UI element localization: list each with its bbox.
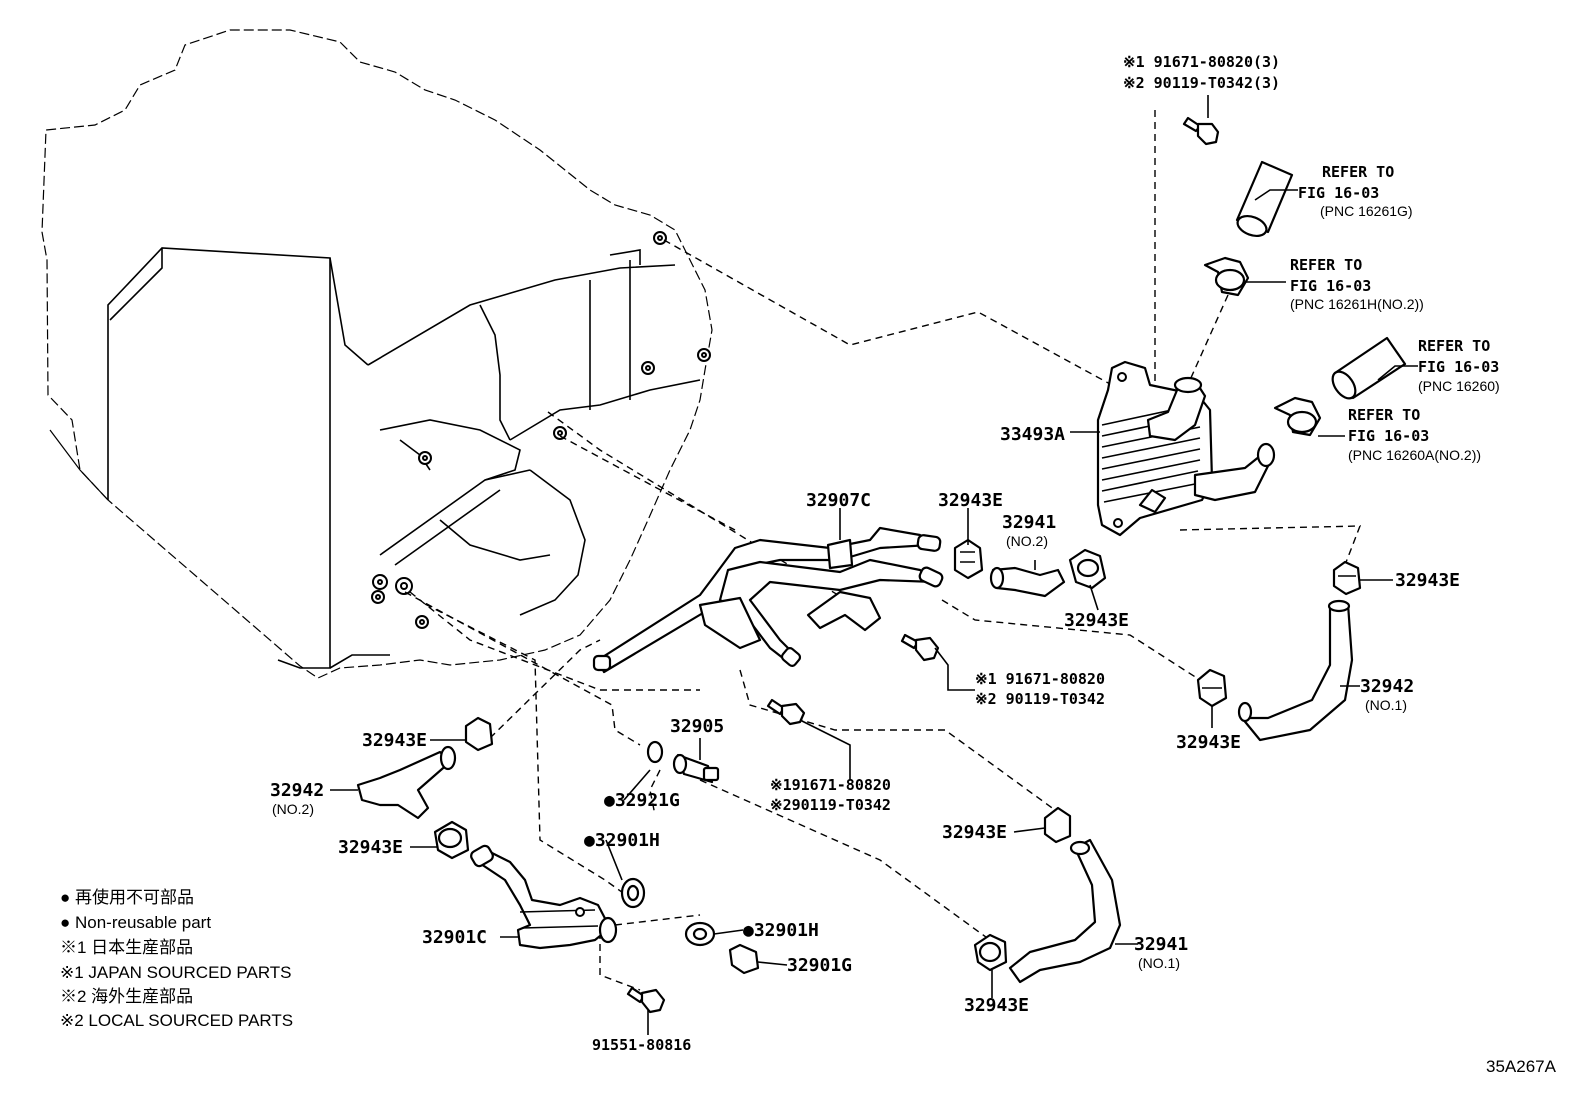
hose-32941-no1 bbox=[1008, 838, 1122, 984]
clip-32943e-a bbox=[953, 538, 984, 580]
mid-bolt-callout: ※1 91671-80820 ※2 90119-T0342 bbox=[975, 670, 1105, 708]
legend-line-2: ● Non-reusable part bbox=[60, 913, 211, 932]
pipe-32907c bbox=[592, 526, 944, 674]
low-bolt-line-1: ※191671-80820 bbox=[770, 776, 891, 794]
legend-line-5: ※2 海外生産部品 bbox=[60, 987, 193, 1006]
label-91551-80816: 91551-80816 bbox=[592, 1036, 691, 1054]
gasket-32901h-b bbox=[684, 921, 716, 947]
transmission-housing bbox=[41, 29, 713, 679]
bolt-top-icon bbox=[1182, 116, 1220, 146]
legend-line-3: ※1 日本生産部品 bbox=[60, 938, 193, 957]
refer-16260a-line-1: REFER TO bbox=[1348, 406, 1420, 424]
refer-16261g-line-3: (PNC 16261G) bbox=[1320, 203, 1413, 219]
label-32943e-e: 32943E bbox=[362, 730, 427, 751]
bolt-low-icon bbox=[766, 698, 806, 726]
top-bolt-callout: ※1 91671-80820(3) ※2 90119-T0342(3) bbox=[1123, 53, 1280, 92]
label-32942-no2-sub: (NO.2) bbox=[272, 801, 314, 817]
mid-bolt-line-2: ※2 90119-T0342 bbox=[975, 690, 1105, 708]
top-bolt-line-2: ※2 90119-T0342(3) bbox=[1123, 74, 1280, 92]
label-32907c: 32907C bbox=[806, 490, 871, 511]
low-bolt-line-2: ※290119-T0342 bbox=[770, 796, 891, 814]
label-32943e-h: 32943E bbox=[964, 995, 1029, 1016]
clip-32943e-b bbox=[1068, 548, 1107, 590]
pipe-32901c bbox=[470, 844, 618, 950]
label-32941-no1-sub: (NO.1) bbox=[1138, 955, 1180, 971]
label-leader-lines bbox=[330, 95, 1418, 1035]
clip-32943e-g bbox=[1043, 806, 1072, 844]
label-32943e-a: 32943E bbox=[938, 490, 1003, 511]
hose-32941-no2 bbox=[989, 566, 1066, 598]
label-32941-no1: 32941 bbox=[1134, 934, 1188, 955]
refer-16260-line-1: REFER TO bbox=[1418, 337, 1490, 355]
legend-line-6: ※2 LOCAL SOURCED PARTS bbox=[60, 1011, 293, 1030]
refer-16261h-line-1: REFER TO bbox=[1290, 256, 1362, 274]
label-32943e-c: 32943E bbox=[1395, 570, 1460, 591]
label-32941-no2: 32941 bbox=[1002, 512, 1056, 533]
label-32901h-a: ●32901H bbox=[584, 830, 660, 851]
label-32905: 32905 bbox=[670, 716, 724, 737]
legend-line-4: ※1 JAPAN SOURCED PARTS bbox=[60, 963, 292, 982]
low-bolt-callout: ※191671-80820 ※290119-T0342 bbox=[770, 776, 891, 814]
gasket-32921g bbox=[646, 740, 664, 764]
bolt-32901g-icon bbox=[728, 943, 760, 975]
hose-16261g bbox=[1235, 160, 1294, 237]
plug-32905 bbox=[672, 753, 720, 784]
assembly-leader-lines bbox=[404, 110, 1362, 991]
refer-16260-line-2: FIG 16-03 bbox=[1418, 358, 1499, 376]
legend-line-1: ● 再使用不可部品 bbox=[60, 887, 194, 907]
legend: ● 再使用不可部品 ● Non-reusable part ※1 日本生産部品 … bbox=[60, 887, 293, 1030]
label-32901h-b: ●32901H bbox=[743, 920, 819, 941]
clip-16261h bbox=[1203, 256, 1250, 297]
label-32943e-g: 32943E bbox=[942, 822, 1007, 843]
label-33493a: 33493A bbox=[1000, 424, 1065, 445]
clip-32943e-e bbox=[464, 716, 494, 752]
clip-32943e-f bbox=[433, 820, 470, 860]
refer-16261h-line-3: (PNC 16261H(NO.2)) bbox=[1290, 296, 1424, 312]
clip-32943e-d bbox=[1196, 668, 1228, 708]
refer-16260-callout: REFER TO FIG 16-03 (PNC 16260) bbox=[1418, 337, 1500, 394]
label-32942-no1: 32942 bbox=[1360, 676, 1414, 697]
label-32942-no1-sub: (NO.1) bbox=[1365, 697, 1407, 713]
label-32941-no2-sub: (NO.2) bbox=[1006, 533, 1048, 549]
label-32942-no2: 32942 bbox=[270, 780, 324, 801]
refer-16261g-line-2: FIG 16-03 bbox=[1298, 184, 1379, 202]
top-bolt-line-1: ※1 91671-80820(3) bbox=[1123, 53, 1280, 71]
hose-16260 bbox=[1331, 336, 1407, 400]
refer-16261h-line-2: FIG 16-03 bbox=[1290, 277, 1371, 295]
mid-bolt-line-1: ※1 91671-80820 bbox=[975, 670, 1105, 688]
hose-32942-no2 bbox=[356, 745, 457, 820]
refer-16260a-line-2: FIG 16-03 bbox=[1348, 427, 1429, 445]
bolt-mid-icon bbox=[900, 633, 940, 662]
clip-32943e-c bbox=[1332, 560, 1362, 596]
label-32943e-d: 32943E bbox=[1176, 732, 1241, 753]
label-32943e-f: 32943E bbox=[338, 837, 403, 858]
label-32921g: ●32921G bbox=[604, 790, 680, 811]
refer-16260a-line-3: (PNC 16260A(NO.2)) bbox=[1348, 447, 1481, 463]
refer-16261h-callout: REFER TO FIG 16-03 (PNC 16261H(NO.2)) bbox=[1290, 256, 1424, 312]
gasket-32901h-a bbox=[620, 877, 646, 909]
oil-cooler-33493a bbox=[1096, 360, 1276, 537]
refer-16261g-line-1: REFER TO bbox=[1322, 163, 1394, 181]
label-32901g: 32901G bbox=[787, 955, 852, 976]
label-32901c: 32901C bbox=[422, 927, 487, 948]
refer-16260-line-3: (PNC 16260) bbox=[1418, 378, 1500, 394]
clip-32943e-h bbox=[973, 933, 1008, 972]
hose-32942-no1 bbox=[1237, 599, 1354, 742]
refer-16261g-callout: REFER TO FIG 16-03 (PNC 16261G) bbox=[1298, 163, 1413, 219]
bolt-91551-icon bbox=[626, 986, 666, 1014]
clip-16260a bbox=[1273, 396, 1322, 437]
figure-code: 35A267A bbox=[1486, 1057, 1557, 1076]
label-32943e-b: 32943E bbox=[1064, 610, 1129, 631]
refer-16260a-callout: REFER TO FIG 16-03 (PNC 16260A(NO.2)) bbox=[1348, 406, 1481, 463]
